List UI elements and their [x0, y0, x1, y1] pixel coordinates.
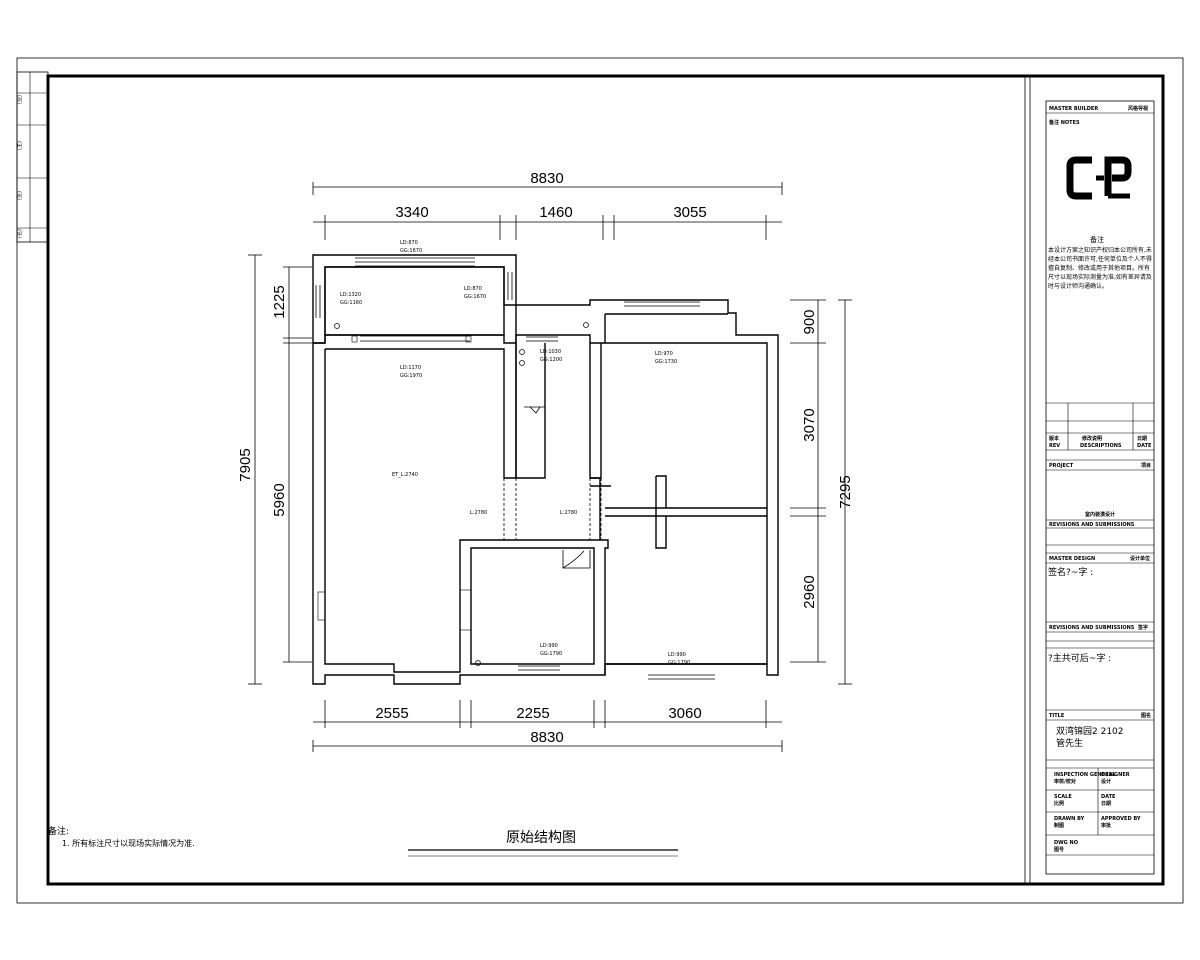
tb-revisions-cn-2: 签字 — [1137, 624, 1148, 631]
dim-right-seg-2: 3070 — [801, 408, 818, 441]
dim-top-seg-3: 3055 — [673, 204, 706, 221]
company-logo — [1066, 156, 1132, 200]
living-window-gg: GG:1970 — [400, 373, 422, 379]
dim-right-total: 7295 — [837, 475, 854, 508]
tb-dwg-no: DWG NO — [1054, 840, 1078, 846]
bedroom1-window-gg: GG:1730 — [655, 359, 677, 365]
sheet-inner-border — [46, 74, 1165, 886]
balcony-right-window-gg: GG:1670 — [464, 294, 486, 300]
tb-project-value: 室内装潢设计 — [1085, 511, 1115, 518]
signature-strip: (业) (主) (签) (名) — [16, 71, 49, 243]
tb-designer-cn: 设计 — [1101, 778, 1111, 785]
title-block: MASTER BUILDER 风格导视 备注 NOTES 备注 本设计方案之知识… — [1045, 100, 1155, 875]
dim-bottom-seg-2: 2255 — [516, 705, 549, 722]
dim-bottom-seg-1: 2555 — [375, 705, 408, 722]
tb-approved: APPROVED BY — [1101, 816, 1141, 822]
tb-master-builder-cn: 风格导视 — [1128, 105, 1148, 112]
dim-top-seg-2: 1460 — [539, 204, 572, 221]
balcony-top-window-ld: LD:870 — [400, 240, 418, 246]
tb-date-cn: 日期 — [1137, 435, 1147, 442]
tb-designer: DESIGNER — [1101, 772, 1130, 778]
tb-revisions: REVISIONS AND SUBMISSIONS — [1049, 522, 1135, 528]
tb-title-value-1: 双湾锦园2 2102 — [1056, 725, 1124, 737]
corridor-window-gg: GG:1200 — [540, 357, 562, 363]
balcony-left-window-gg: GG:1160 — [340, 300, 362, 306]
dimension-lines: 8830 3340 1460 3055 2555 2255 3060 8830 … — [237, 170, 854, 752]
living-window-ld: LD:1170 — [400, 365, 421, 371]
tb-scale: SCALE — [1054, 794, 1072, 800]
tb-dwg-no-cn: 图号 — [1054, 846, 1064, 853]
balcony-top-window — [355, 257, 475, 267]
strip-label-1: (业) — [16, 95, 23, 104]
tb-inspection-cn: 审核/校对 — [1054, 778, 1076, 785]
bedroom3-window-gg: GG:1790 — [540, 651, 562, 657]
bedroom2-window-ld: LD:990 — [668, 652, 686, 658]
tb-project-cn: 项目 — [1141, 462, 1151, 469]
tb-desc-cn: 修改说明 — [1081, 435, 1102, 442]
dim-left-seg-1: 1225 — [271, 285, 288, 318]
tb-title-value-2: 管先生 — [1056, 737, 1083, 749]
dim-bottom-total: 8830 — [530, 729, 563, 746]
dim-top-seg-1: 3340 — [395, 204, 428, 221]
tb-signature-1: 签名?~字 : — [1048, 566, 1093, 578]
tb-title: TITLE — [1049, 713, 1065, 719]
tb-master-design: MASTER DESIGN — [1049, 556, 1095, 562]
sheet-outer-border — [16, 57, 1184, 904]
tb-title-cn: 图名 — [1141, 712, 1151, 719]
living-height: ET_L:2740 — [392, 472, 418, 478]
tb-date-2-cn: 日期 — [1101, 800, 1111, 807]
tb-date: DATE — [1137, 443, 1152, 449]
door-height-left: L:2780 — [470, 510, 487, 516]
tb-master-design-cn: 设计单位 — [1130, 555, 1150, 562]
balcony-right-window-ld: LD:870 — [464, 286, 482, 292]
dim-left-total: 7905 — [237, 448, 254, 481]
tb-rev: REV — [1049, 443, 1060, 449]
dim-right-seg-3: 2960 — [801, 575, 818, 608]
drawing-title: 原始结构图 — [506, 830, 576, 846]
dim-left-seg-2: 5960 — [271, 483, 288, 516]
tb-notes-label: 备注 NOTES — [1048, 119, 1080, 126]
tb-drawn-by: DRAWN BY — [1054, 816, 1085, 822]
tb-revisions-2: REVISIONS AND SUBMISSIONS — [1049, 625, 1135, 631]
tb-rev-cn: 版本 — [1049, 435, 1060, 442]
tb-signature-2: ?主共可后~字 : — [1048, 652, 1111, 664]
corridor-window-ld: LD:1030 — [540, 349, 561, 355]
tb-approved-cn: 审批 — [1101, 822, 1111, 829]
notes-item-1: 1. 所有标注尺寸以现场实际情况为准. — [62, 838, 195, 848]
door-height-right: L:2780 — [560, 510, 577, 516]
tb-master-builder: MASTER BUILDER — [1049, 106, 1098, 112]
strip-label-3: (签) — [16, 191, 23, 200]
bedroom1-window-ld: LD:970 — [655, 351, 673, 357]
bedroom2-window-gg: GG:1790 — [668, 660, 690, 666]
strip-label-2: (主) — [16, 141, 23, 150]
floor-plan-walls — [312, 254, 779, 685]
balcony-top-window-gg: GG:1670 — [400, 248, 422, 254]
dim-right-seg-1: 900 — [801, 309, 818, 334]
tb-inspection: INSPECTION GENERAL — [1054, 772, 1117, 778]
tb-date-2: DATE — [1101, 794, 1116, 800]
tb-desc: DESCRIPTIONS — [1080, 443, 1122, 449]
tb-notes-body: 本设计方案之知识产权归本公司所有,未经本公司书面许可,任何单位及个人不得擅自复制… — [1048, 247, 1152, 290]
tb-drawn-by-cn: 制图 — [1054, 822, 1064, 829]
strip-label-4: (名) — [16, 229, 23, 238]
dim-bottom-seg-3: 3060 — [668, 705, 701, 722]
balcony-left-window-ld: LD:1320 — [340, 292, 361, 298]
notes-label: 备注: — [48, 825, 69, 837]
tb-notes-heading: 备注 — [1090, 235, 1104, 244]
tb-project: PROJECT — [1049, 463, 1074, 469]
dim-top-total: 8830 — [530, 170, 563, 187]
room-annotations: LD:870 GG:1670 LD:1320 GG:1160 LD:870 GG… — [340, 240, 690, 666]
bedroom3-window-ld: LD:990 — [540, 643, 558, 649]
tb-scale-cn: 比例 — [1054, 800, 1064, 807]
